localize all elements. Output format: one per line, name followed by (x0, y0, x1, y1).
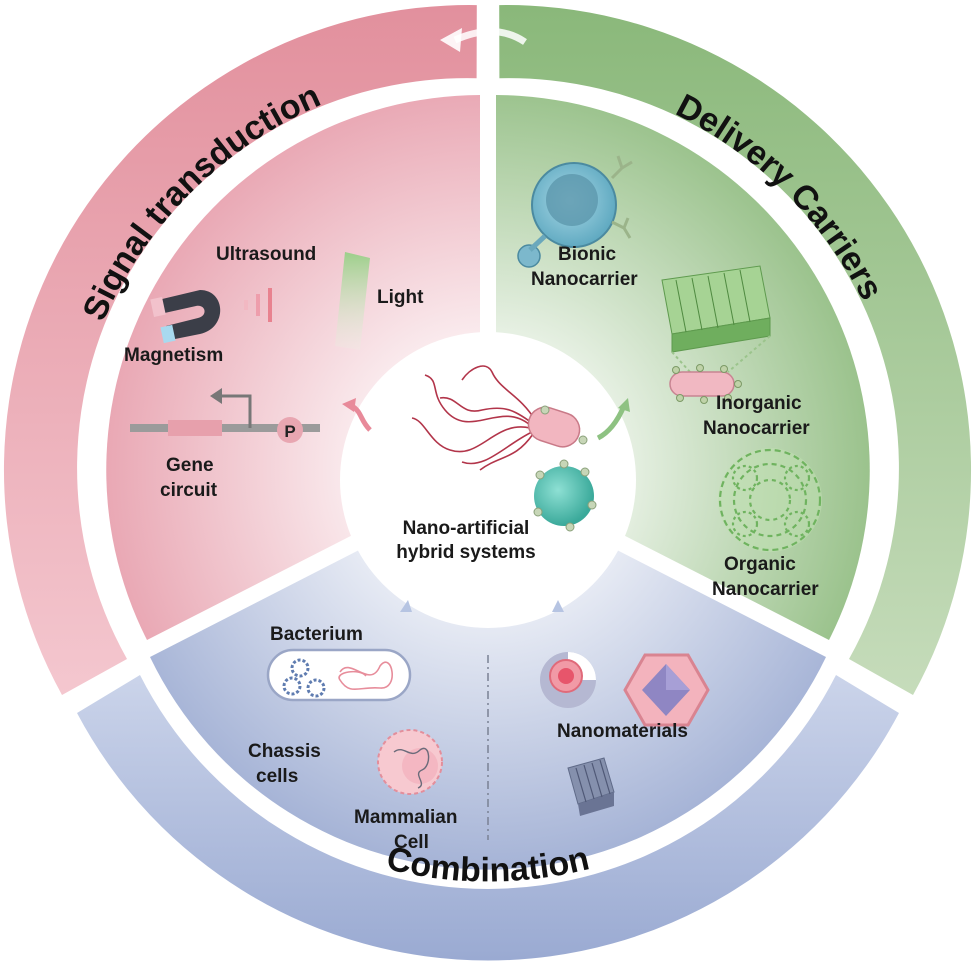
inorganic-carrier-beads-icon (672, 364, 742, 404)
cycle-arrow (453, 28, 527, 45)
arrow-delivery-out-head (618, 398, 630, 412)
label-bacterium: Bacterium (270, 624, 363, 645)
cycle-arrow-head (440, 28, 462, 52)
outer-ring (3, 5, 972, 961)
mammalian-cell-center-icon (534, 466, 594, 526)
magnet-icon (150, 290, 221, 344)
label-chassis-line1: Chassis (248, 741, 321, 762)
label-bionic-line1: Bionic (558, 244, 616, 265)
label-magnetism: Magnetism (124, 345, 223, 366)
center-circle (340, 332, 636, 628)
inorganic-lattice-icon (661, 265, 771, 353)
label-mammalian-line2: Cell (394, 832, 429, 853)
label-chassis-line2: cells (256, 766, 298, 787)
label-ultrasound: Ultrasound (216, 244, 316, 265)
arrow-signal-in-head (342, 398, 356, 412)
ring-segment-signal (3, 5, 477, 696)
light-beam-icon (335, 252, 370, 350)
bacterium-flagella-icon (411, 365, 537, 471)
center-title-line2: hybrid systems (396, 542, 535, 563)
bacterium-chassis-icon (266, 648, 412, 702)
label-gene-circuit-line1: Gene (166, 455, 214, 476)
gene-circuit-icon: P (130, 388, 320, 443)
organic-nanocarrier-icon (718, 448, 822, 552)
label-mammalian-line1: Mammalian (354, 807, 457, 828)
ultrasound-bars-icon (244, 288, 272, 322)
arrow-comb-left (400, 600, 412, 612)
center-title-line1: Nano-artificial (403, 518, 530, 539)
arrow-comb-right (552, 600, 564, 612)
label-bionic-line2: Nanocarrier (531, 269, 638, 290)
mesoporous-nanomaterial-icon (567, 757, 615, 816)
label-nanomaterials: Nanomaterials (557, 721, 688, 742)
polyhedron-nanoparticle-icon (623, 653, 710, 727)
label-organic-line1: Organic (724, 554, 796, 575)
zoom-dotted-lines (671, 335, 771, 373)
label-inorganic-line1: Inorganic (716, 393, 802, 414)
label-inorganic-line2: Nanocarrier (703, 418, 810, 439)
core-shell-nanoparticle-icon (540, 652, 596, 708)
label-light: Light (377, 287, 424, 308)
ring-segment-delivery (499, 5, 972, 695)
mammalian-cell-icon (377, 729, 443, 795)
label-gene-circuit-line2: circuit (160, 480, 218, 501)
cell-beads-icon (533, 405, 597, 532)
ring-segment-combination (77, 675, 899, 961)
label-organic-line2: Nanocarrier (712, 579, 819, 600)
promoter-letter: P (284, 422, 295, 441)
bacterium-body-icon (527, 406, 581, 448)
bionic-nanocarrier-icon (517, 155, 633, 268)
